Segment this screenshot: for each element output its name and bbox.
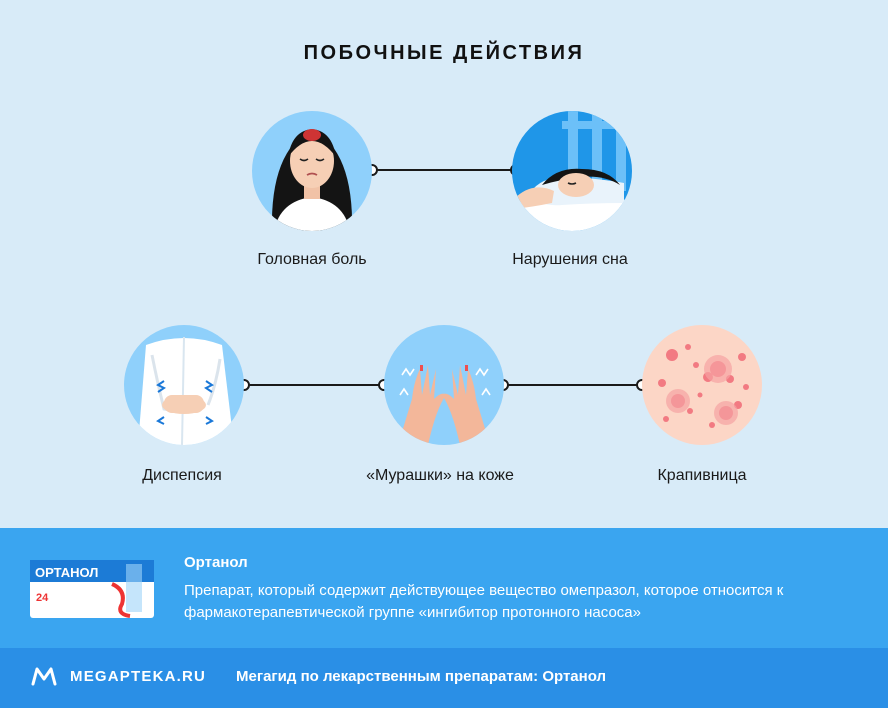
product-name: Ортанол [184,554,248,571]
connector-line [244,384,384,386]
connector-line [372,169,518,171]
footer-bar: MEGAPTEKA.RU Мегагид по лекарственным пр… [0,648,888,708]
effect-label: «Мурашки» на коже [366,467,514,484]
connector-line [503,384,641,386]
tingling-hands-icon [384,325,504,445]
page-title: ПОБОЧНЫЕ ДЕЙСТВИЯ [303,42,585,64]
product-description: Препарат, который содержит действующее в… [184,582,784,621]
product-info-panel: ОРТАНОЛ 24 Ортанол Препарат, который сод… [0,528,888,648]
sleep-disorder-icon [512,111,632,231]
brand-name[interactable]: MEGAPTEKA.RU [70,668,207,685]
megapteka-logo-icon [31,667,57,686]
product-box-number: 24 [36,592,49,604]
footer-caption: Мегагид по лекарственным препаратам: Орт… [236,668,607,685]
dyspepsia-icon [124,325,244,445]
effect-label: Нарушения сна [512,251,628,268]
product-box-image: ОРТАНОЛ 24 [30,560,154,618]
product-box-brand: ОРТАНОЛ [35,565,98,580]
headache-woman-icon [252,111,372,231]
effect-label: Диспепсия [142,467,222,484]
urticaria-icon [642,325,762,445]
effect-label: Головная боль [257,251,367,268]
effect-label: Крапивница [657,467,747,484]
